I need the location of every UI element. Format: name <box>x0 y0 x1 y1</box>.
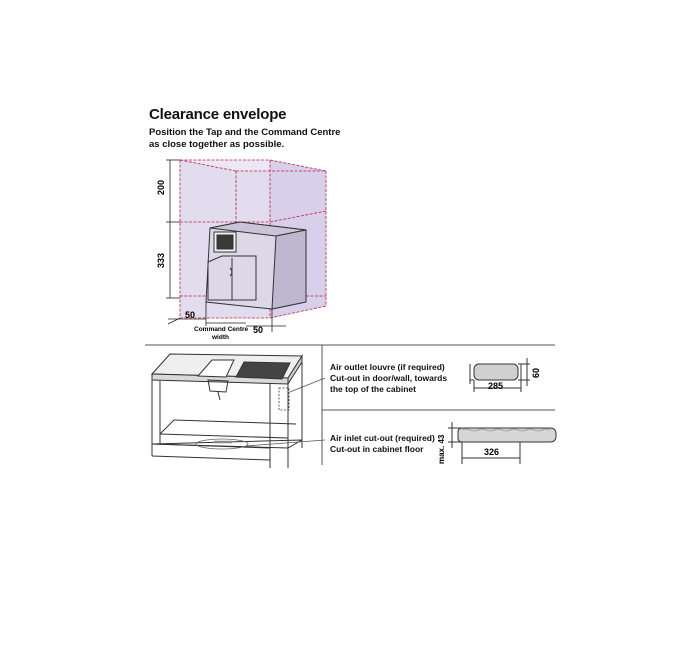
subtitle-line-2: as close together as possible. <box>149 139 285 150</box>
dim-top-200: 200 <box>156 180 166 195</box>
command-centre-appliance <box>205 221 307 310</box>
width-label-line-2: width <box>211 334 229 341</box>
inlet-line-2: Cut-out in cabinet floor <box>330 444 424 454</box>
outlet-line-3: the top of the cabinet <box>330 384 416 394</box>
dimension-lines <box>166 159 286 332</box>
inlet-cutout-shape <box>448 422 557 464</box>
outlet-dim-width: 285 <box>488 381 503 391</box>
inlet-title: Air inlet cut-out (required) <box>330 433 435 443</box>
page-title: Clearance envelope <box>149 106 287 123</box>
outlet-louvre-shape <box>469 358 530 392</box>
outlet-note: Air outlet louvre (if required) Cut-out … <box>330 362 447 395</box>
outlet-line-2: Cut-out in door/wall, towards <box>330 373 448 383</box>
inlet-note: Air inlet cut-out (required) Cut-out in … <box>330 433 435 455</box>
dim-side-333: 333 <box>156 253 166 268</box>
inlet-dim-width: 326 <box>484 447 499 457</box>
inlet-dim-height: max. 43 <box>437 434 446 464</box>
page-subtitle: Position the Tap and the Command Centre … <box>149 127 340 151</box>
dim-right-50: 50 <box>253 325 263 335</box>
outlet-title: Air outlet louvre (if required) <box>330 362 445 372</box>
dim-left-50: 50 <box>185 310 195 320</box>
width-label-line-1: Command Centre <box>194 326 249 333</box>
section-dividers <box>145 344 555 465</box>
sink-cabinet-drawing <box>150 353 326 468</box>
subtitle-line-1: Position the Tap and the Command Centre <box>149 127 341 138</box>
outlet-dim-height: 60 <box>531 368 541 378</box>
